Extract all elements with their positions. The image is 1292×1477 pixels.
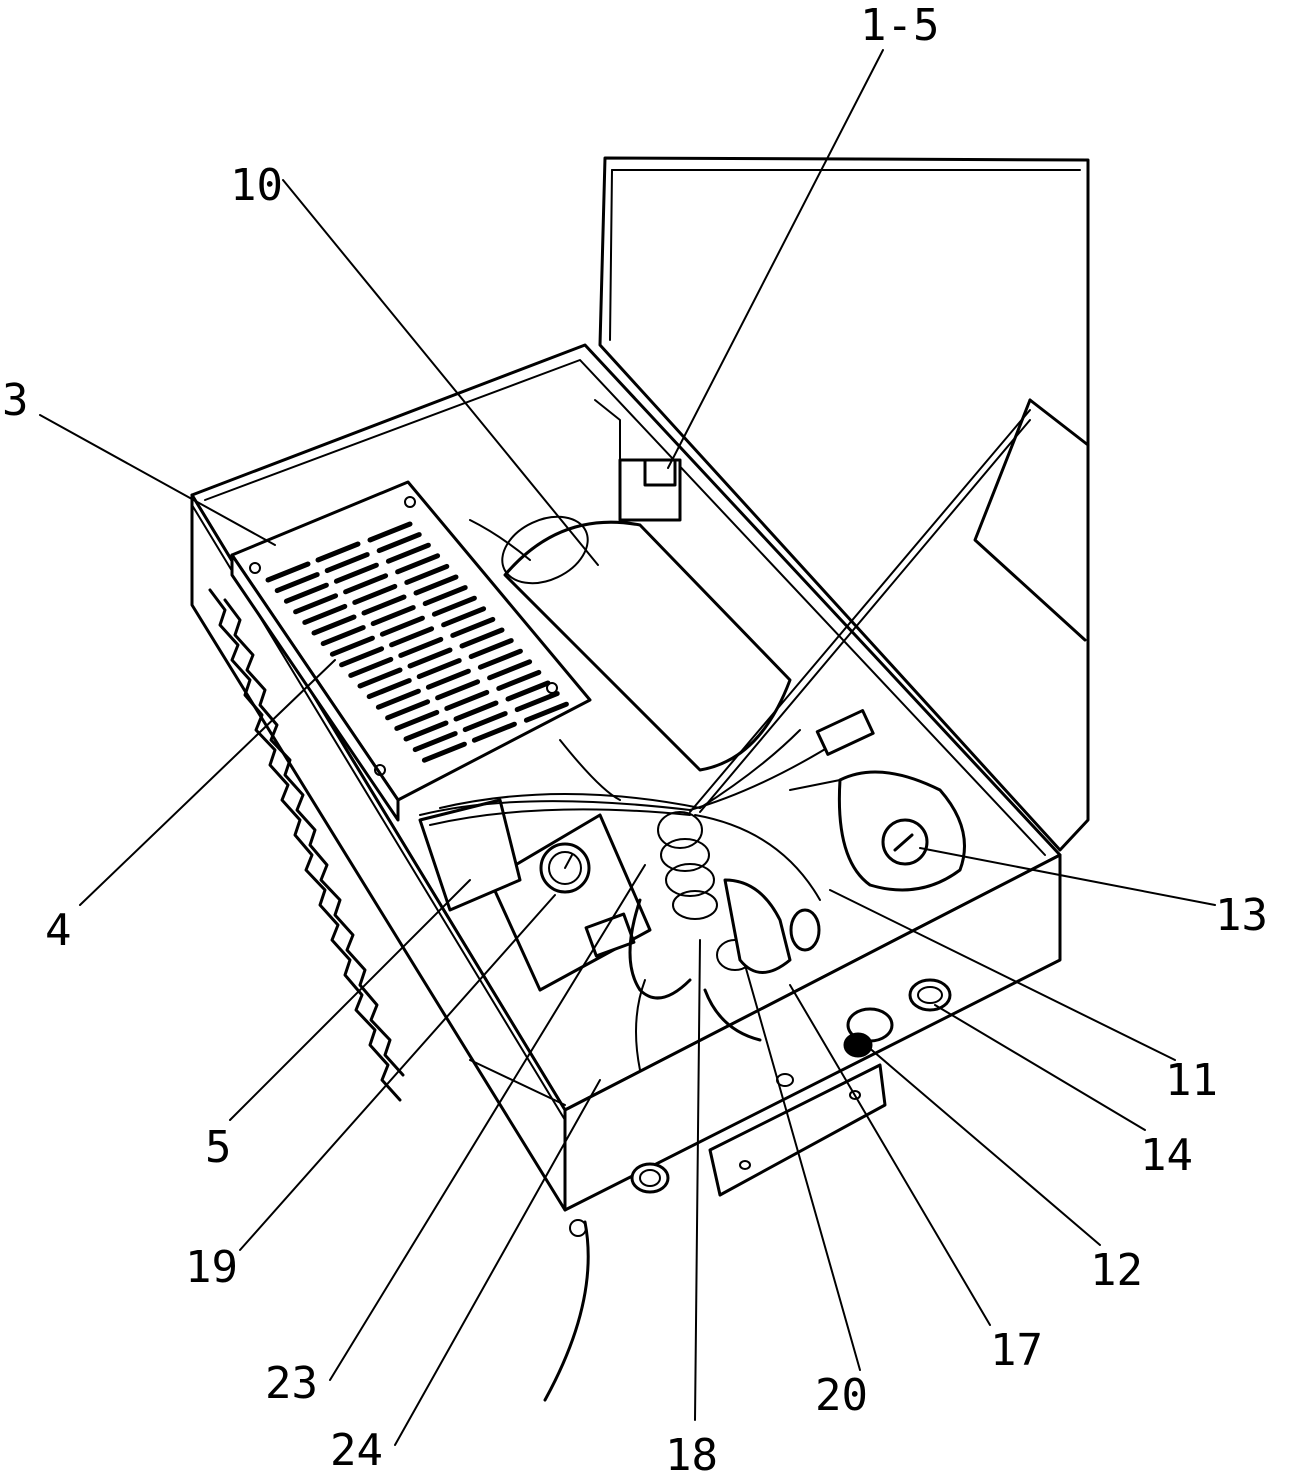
cover-vent-slots: [265, 521, 569, 763]
vent-slot: [453, 700, 499, 722]
vent-slot: [431, 595, 477, 617]
vent-slot: [302, 603, 348, 625]
vent-slot: [422, 585, 468, 607]
coiled-wire: [657, 811, 754, 971]
vent-slot: [394, 709, 440, 731]
hose-fittings: [628, 878, 821, 1071]
callout-20: 20: [815, 1370, 868, 1421]
vent-slot: [389, 626, 435, 648]
vent-slot: [395, 553, 441, 575]
wire-bundle: [419, 409, 1031, 901]
vent-slot: [339, 646, 385, 668]
side-vents: [208, 588, 405, 1102]
vent-slot: [376, 532, 422, 554]
vent-slot: [487, 659, 533, 681]
callout-3: 3: [2, 375, 29, 426]
vent-slot: [477, 648, 523, 670]
callout-5: 5: [205, 1122, 232, 1173]
vent-slot: [496, 669, 542, 691]
vent-slot: [324, 552, 370, 574]
vent-slot: [265, 561, 311, 583]
vent-slot: [385, 542, 431, 564]
pressure-gauge: [488, 813, 652, 992]
vent-slot: [375, 688, 421, 710]
vent-slot: [416, 658, 462, 680]
vent-slot: [367, 521, 413, 543]
vent-slot: [366, 678, 412, 700]
vent-slot: [421, 741, 467, 763]
vent-slot: [352, 583, 398, 605]
vent-slot: [311, 614, 357, 636]
callout-18: 18: [665, 1430, 718, 1477]
vent-slot: [412, 731, 458, 753]
vent-slot: [329, 635, 375, 657]
callout-4: 4: [45, 905, 72, 956]
callout-23: 23: [265, 1358, 318, 1409]
callout-13: 13: [1215, 890, 1268, 941]
vent-slot: [274, 572, 320, 594]
vent-slot: [413, 574, 459, 596]
vent-slot: [462, 711, 508, 733]
vent-slot: [379, 615, 425, 637]
vent-slot: [450, 616, 496, 638]
callout-1-5: 1-5: [860, 0, 939, 51]
callout-14: 14: [1140, 1130, 1193, 1181]
vent-slot: [435, 679, 481, 701]
vent-slot: [514, 691, 560, 713]
open-lid: [598, 156, 1090, 852]
callout-12: 12: [1090, 1245, 1143, 1296]
callout-labels: 1-5 10 3 4 5 19 23 24 18 20 17 12 14 11 …: [2, 0, 1268, 1477]
front-connectors: [630, 978, 952, 1197]
leader-lines: [39, 49, 1216, 1446]
vent-slot: [333, 562, 379, 584]
vent-slot: [361, 594, 407, 616]
pump: [789, 770, 966, 892]
callout-17: 17: [990, 1325, 1043, 1376]
vent-slot: [293, 593, 339, 615]
vent-slot: [425, 668, 471, 690]
callout-24: 24: [330, 1425, 383, 1476]
vented-cover: [230, 480, 592, 822]
vent-slot: [444, 689, 490, 711]
vent-slot: [468, 638, 514, 660]
vent-slot: [459, 627, 505, 649]
vent-slot: [441, 606, 487, 628]
vent-slot: [398, 636, 444, 658]
vent-slot: [315, 541, 361, 563]
motor-cylinder: [501, 515, 792, 772]
callout-19: 19: [185, 1242, 238, 1293]
rear-component: [594, 399, 682, 522]
callout-10: 10: [230, 160, 283, 211]
callout-11: 11: [1165, 1055, 1218, 1106]
vent-slot: [471, 721, 517, 743]
vent-slot: [385, 699, 431, 721]
vent-slot: [348, 656, 394, 678]
vent-slot: [283, 582, 329, 604]
vent-slot: [320, 625, 366, 647]
ground-cable: [543, 1219, 590, 1402]
vent-slot: [404, 563, 450, 585]
vent-slot: [523, 701, 569, 723]
vent-slot: [357, 667, 403, 689]
vent-slot: [370, 605, 416, 627]
vent-slot: [403, 720, 449, 742]
vent-slot: [343, 573, 389, 595]
vent-slot: [505, 680, 551, 702]
vent-slot: [407, 647, 453, 669]
junction-block: [418, 798, 522, 912]
